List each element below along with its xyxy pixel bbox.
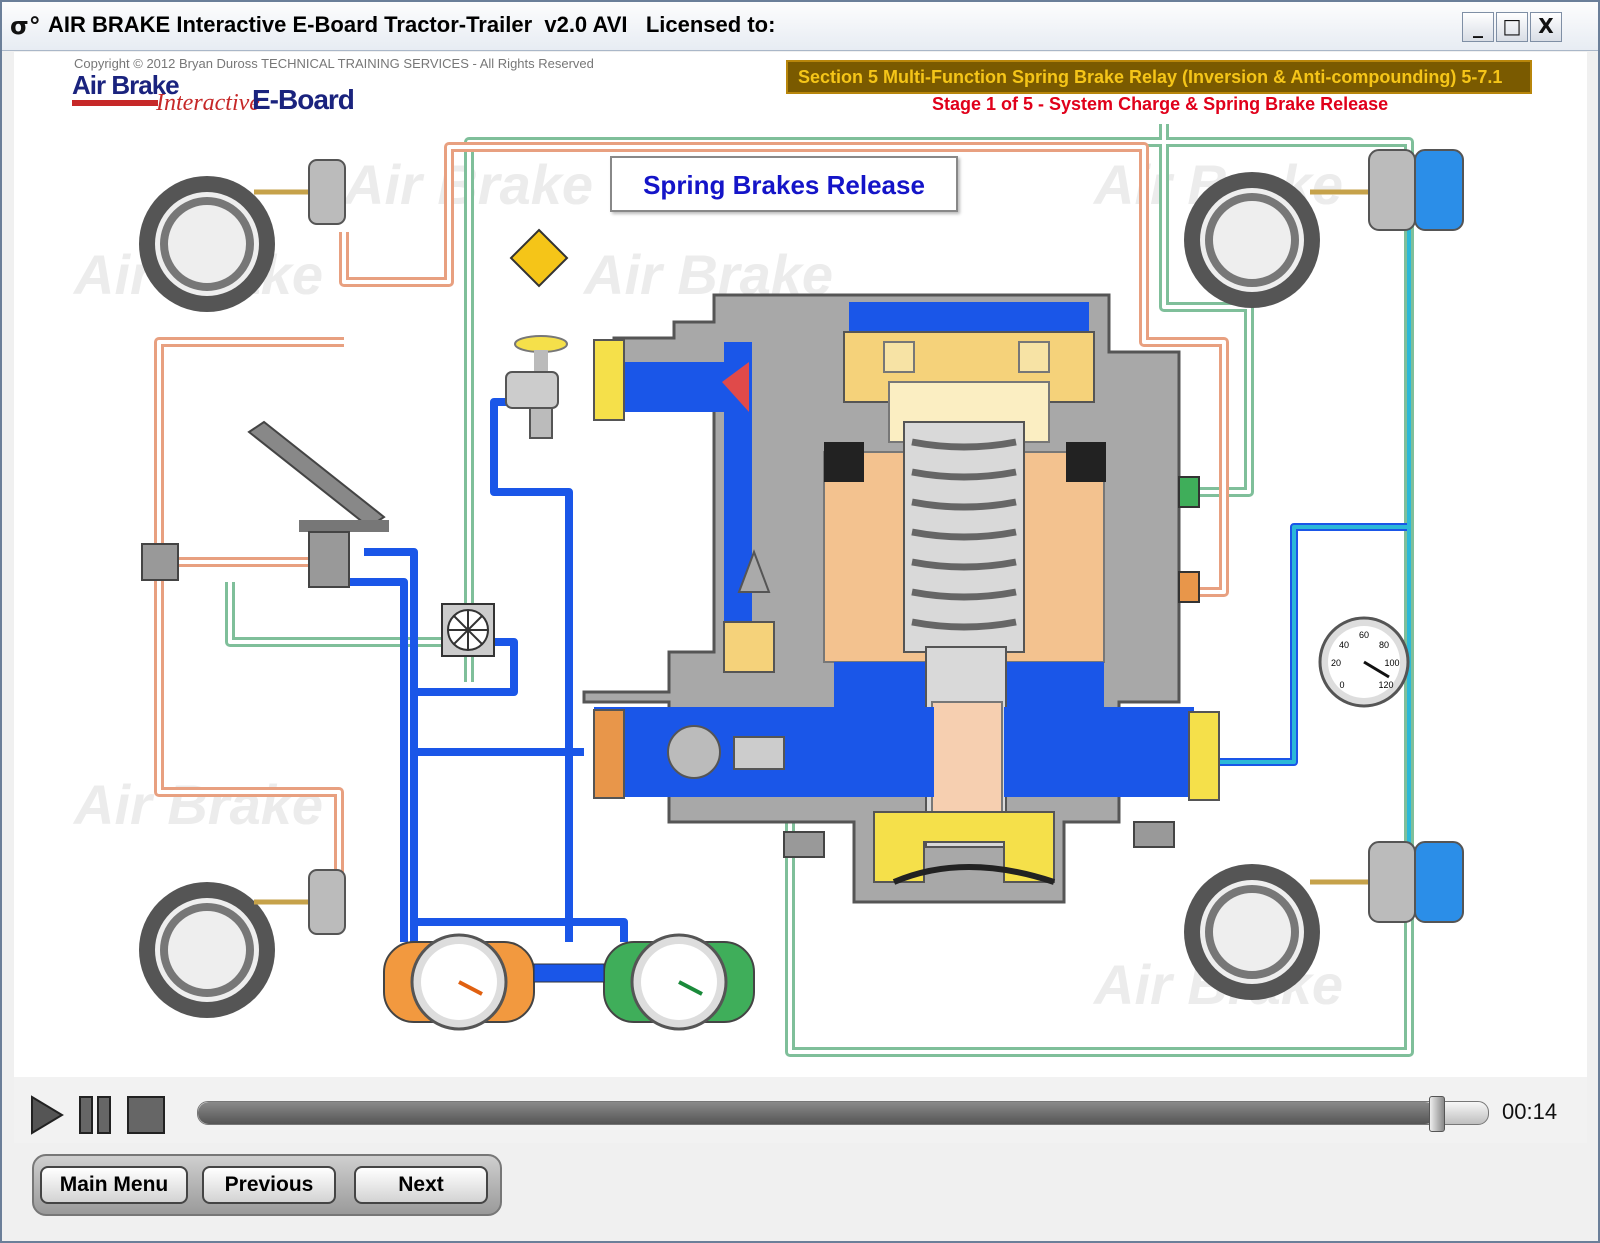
pause-button[interactable] [78,1095,112,1135]
elapsed-time: 00:14 [1502,1099,1558,1124]
gauge-tick: 80 [1379,640,1389,650]
diagram-stage: Air Brake Air Brake Air Brake Air Brake … [14,52,1587,1077]
brake-drum-front-right [1184,149,1464,308]
service-line [154,562,344,872]
brake-drum-rear-right [1184,841,1464,1000]
supply-line [490,398,573,942]
maximize-button[interactable]: □ [1496,12,1528,42]
app-logo: Air Brake Interactive E-Board [72,70,362,130]
section-title-box: Section 5 Multi-Function Spring Brake Re… [786,60,1532,94]
next-button[interactable]: Next [354,1166,488,1204]
gauge-tick: 120 [1378,680,1393,690]
pressure-gauge: 60 80 40 100 20 120 0 [1318,616,1410,708]
stop-button[interactable] [126,1095,166,1135]
quick-release-valve [141,543,179,581]
park-control-valve [505,335,568,439]
seek-progress [198,1102,1437,1124]
control-line [225,582,469,647]
logo-underline [72,100,158,106]
app-icon[interactable]: σ° [10,12,41,40]
window-title: AIR BRAKE Interactive E-Board Tractor-Tr… [48,12,776,37]
supply-line [364,548,418,942]
air-brake-diagram: 60 80 40 100 20 120 0 [139,124,1464,1057]
stage-title: Stage 1 of 5 - System Charge & Spring Br… [932,94,1389,114]
gauge-tick: 20 [1331,658,1341,668]
primary-reservoir [383,933,535,1031]
close-button[interactable]: X [1530,12,1562,42]
seek-thumb[interactable] [1429,1096,1446,1132]
play-icon [31,1095,64,1135]
logo-eboard: E-Board [252,84,355,115]
gauge-tick: 60 [1359,630,1369,640]
title-bar[interactable]: σ° AIR BRAKE Interactive E-Board Tractor… [2,2,1598,51]
warning-sign [509,228,569,288]
media-player-controls: 00:14 [14,1077,1587,1143]
gauge-tick: 0 [1339,680,1344,690]
seek-bar[interactable] [197,1096,1489,1132]
brake-drum-rear-left [139,869,346,1018]
gauge-tick: 40 [1339,640,1349,650]
brake-drum-front-left [139,159,346,312]
stop-icon [127,1096,165,1134]
logo-air-brake: Air Brake [72,70,180,100]
section-title: Section 5 Multi-Function Spring Brake Re… [798,67,1503,87]
callout-box: Spring Brakes Release [610,156,958,212]
copyright-notice: Copyright © 2012 Bryan Duross TECHNICAL … [74,56,594,71]
main-menu-button[interactable]: Main Menu [40,1166,188,1204]
supply-line [414,638,518,696]
secondary-reservoir [603,933,755,1031]
supply-line [414,918,628,942]
foot-valve [247,420,389,588]
logo-interactive: Interactive [156,90,260,116]
play-button[interactable] [28,1095,64,1135]
previous-button[interactable]: Previous [202,1166,336,1204]
callout-text: Spring Brakes Release [643,170,925,200]
minimize-button[interactable]: _ [1462,12,1494,42]
watermark-text: Air Brake [74,773,324,836]
reservoir-connector [533,963,605,983]
pause-icon [79,1096,111,1134]
spring-brake-relay-valve [582,293,1220,904]
gauge-tick: 100 [1384,658,1399,668]
relay-valve-small [441,603,495,657]
navigation-bar: Main Menu Previous Next [32,1154,502,1216]
